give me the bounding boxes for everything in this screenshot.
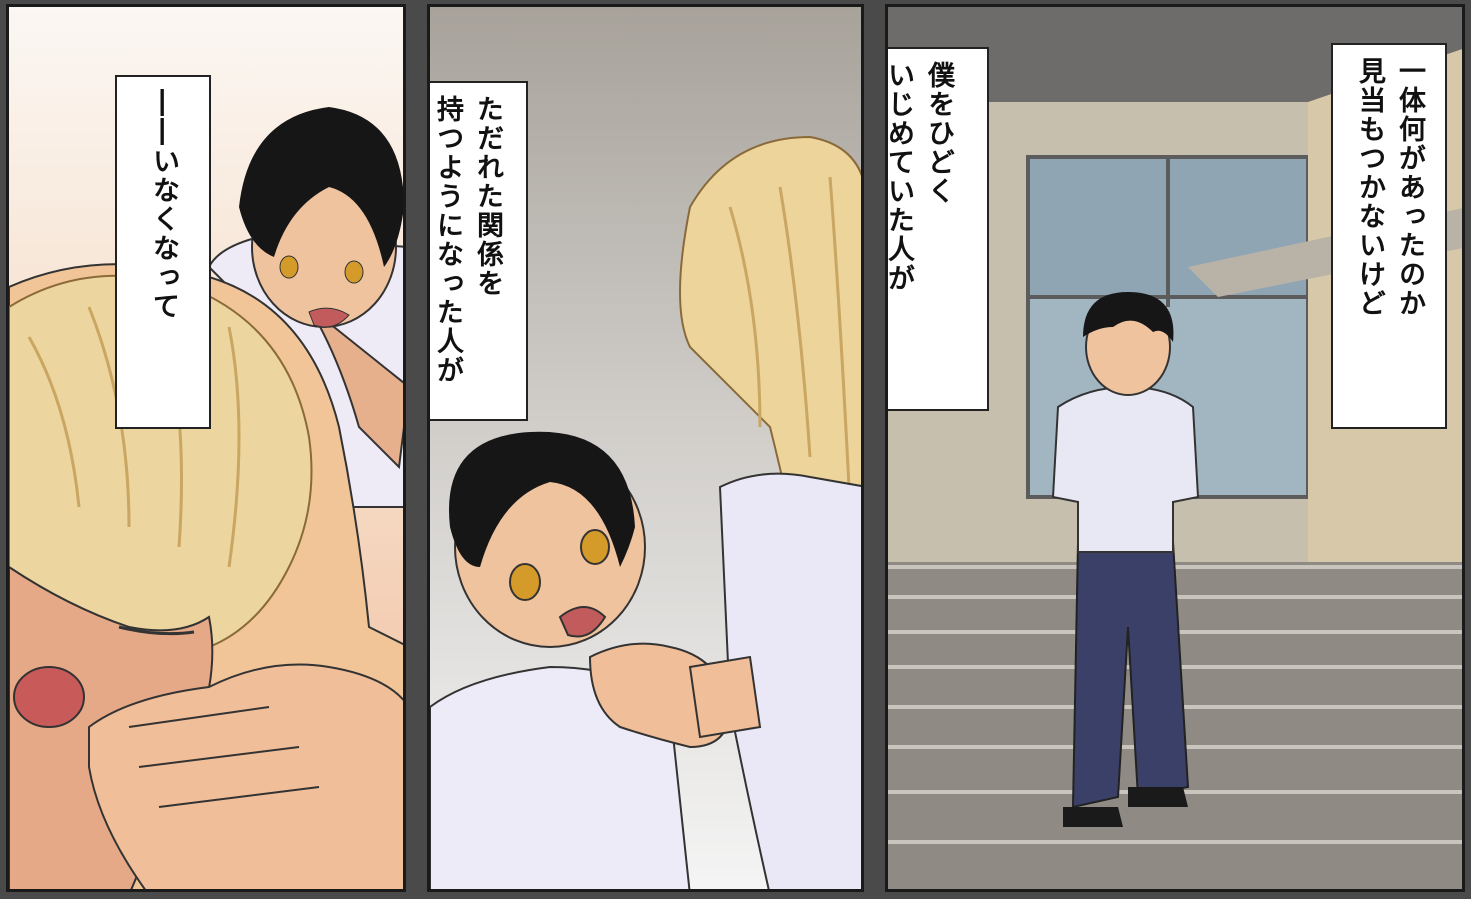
caption-line: 持つようになった人が (432, 95, 463, 385)
caption-line: ――いなくなって (148, 89, 179, 321)
caption-line: 僕をひどく (923, 61, 954, 206)
caption-line: ただれた関係を (472, 95, 503, 298)
caption-middle: ただれた関係を 持つようになった人が (430, 81, 528, 421)
panel-left: ――いなくなって (6, 4, 406, 892)
caption-line: いじめていた人が (885, 61, 914, 293)
panel-middle: ただれた関係を 持つようになった人が (427, 4, 864, 892)
caption-left: ――いなくなって (115, 75, 211, 429)
caption-right-b: 一体何があったのか 見当もつかないけど (1331, 43, 1447, 429)
caption-line: 一体何があったのか (1394, 57, 1425, 318)
caption-line: 見当もつかないけど (1354, 57, 1385, 318)
panel-right: 僕をひどく いじめていた人が 一体何があったのか 見当もつかないけど (885, 4, 1465, 892)
caption-right-a: 僕をひどく いじめていた人が (885, 47, 989, 411)
